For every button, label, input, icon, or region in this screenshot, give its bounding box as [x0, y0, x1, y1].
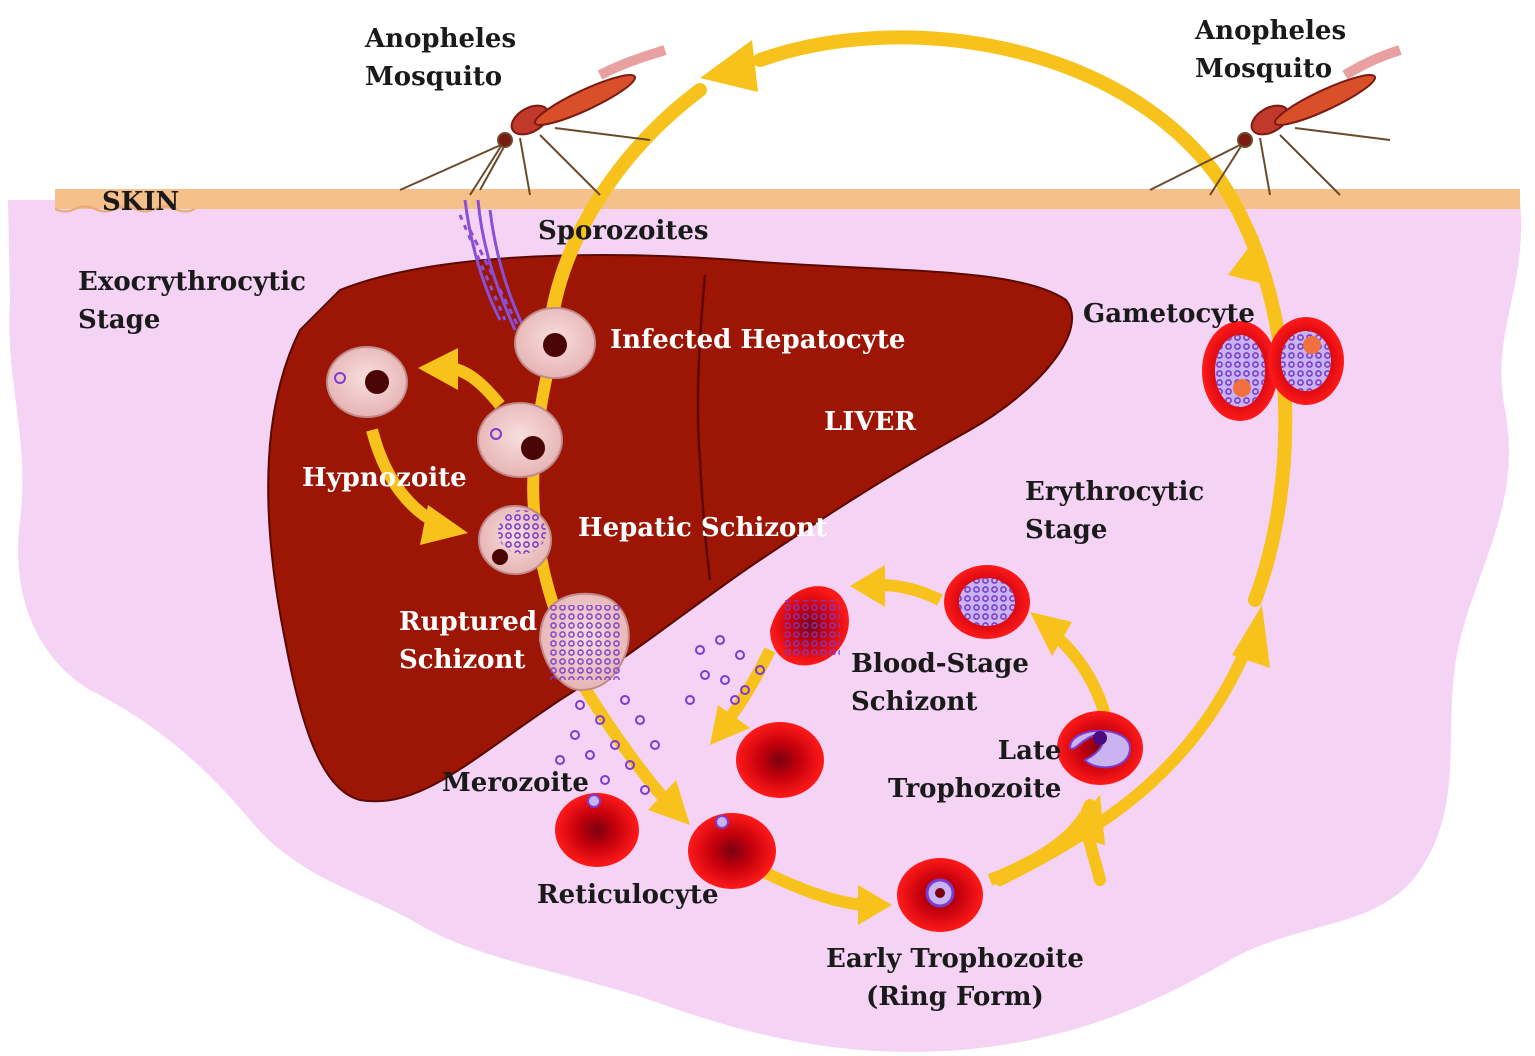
- arrowhead-top: [700, 40, 758, 92]
- arrow-early-to-late: [987, 811, 1091, 886]
- arrow-sporozoite-descent: [543, 83, 707, 337]
- label-erythrocytic-stage: Erythrocytic Stage: [1025, 473, 1204, 549]
- arrowhead-rupture: [850, 565, 885, 607]
- label-ruptured-schizont: Ruptured Schizont: [399, 603, 537, 679]
- arrowhead-hypnozoite: [418, 348, 458, 390]
- label-reticulocyte: Reticulocyte: [537, 880, 719, 910]
- arrowhead-to-gametocyte: [1228, 235, 1268, 285]
- label-line: Schizont: [851, 687, 978, 717]
- liver-lobe-line: [696, 274, 712, 581]
- arrowhead-bs-merozoites: [710, 705, 750, 745]
- label-anopheles-mosquito-right: Anopheles Mosquito: [1195, 12, 1346, 88]
- label-hepatic-schizont: Hepatic Schizont: [578, 513, 828, 543]
- label-merozoite: Merozoite: [442, 768, 589, 798]
- rbc-ruptured: [770, 586, 849, 666]
- arrow-merozoite-release: [574, 676, 670, 804]
- label-line: Ruptured: [399, 607, 538, 637]
- hypnozoite-cell: [326, 346, 408, 418]
- merozoite-cloud-liver: [555, 695, 660, 795]
- label-line: Late: [997, 736, 1062, 766]
- label-line: Anopheles: [1195, 16, 1347, 46]
- label-line: Mosquito: [365, 62, 503, 92]
- rbc-early-trophozoite: [897, 858, 983, 932]
- sporozoite-strand: [458, 199, 527, 331]
- label-line: Early Trophozoite: [826, 944, 1084, 974]
- arrowhead-right-up: [1232, 605, 1270, 668]
- mosquito-right: [1149, 45, 1402, 196]
- rbc-late-trophozoite: [1057, 711, 1143, 785]
- label-line: Mosquito: [1195, 54, 1333, 84]
- label-early-trophozoite: Early Trophozoite (Ring Form): [826, 940, 1084, 1016]
- mosquito-left: [399, 45, 667, 196]
- label-late-trophozoite: Late Trophozoite: [888, 732, 1061, 808]
- label-blood-stage-schizont: Blood-Stage Schizont: [851, 645, 1029, 721]
- early-hepatic-cell: [477, 402, 563, 478]
- label-sporozoites: Sporozoites: [538, 216, 709, 246]
- hepatic-schizont-cell: [478, 505, 552, 575]
- gametocyte-cell-1: [1202, 321, 1278, 421]
- infected-hepatocyte-cell: [514, 307, 596, 379]
- label-skin: SKIN: [102, 187, 180, 217]
- label-gametocyte: Gametocyte: [1083, 299, 1255, 329]
- label-line: Erythrocytic: [1025, 477, 1205, 507]
- skin-edge: [54, 205, 196, 213]
- gametocyte-cell-2: [1268, 317, 1344, 405]
- label-infected-hepatocyte: Infected Hepatocyte: [610, 325, 906, 355]
- arrowhead-to-hepatic-schizont: [420, 505, 468, 545]
- rbc-merozoite-entry: [555, 793, 639, 867]
- label-line: (Ring Form): [866, 982, 1044, 1012]
- merozoite-cloud-blood: [685, 635, 765, 705]
- arrowhead-to-bs-schizont: [1030, 612, 1072, 656]
- rbc-reticulocyte: [688, 813, 776, 889]
- label-line: Stage: [1025, 515, 1108, 545]
- liver: [267, 254, 1073, 803]
- label-line: Blood-Stage: [851, 649, 1029, 679]
- label-hypnozoite: Hypnozoite: [302, 463, 467, 493]
- rbc-free: [736, 722, 824, 798]
- label-exocrythrocytic-stage: Exocrythrocytic Stage: [78, 263, 306, 339]
- ruptured-schizont-cell: [538, 592, 630, 692]
- label-liver: LIVER: [824, 407, 917, 437]
- label-line: Trophozoite: [888, 774, 1062, 804]
- rbc-blood-stage-schizont: [944, 565, 1030, 639]
- label-line: Stage: [78, 305, 161, 335]
- label-line: Schizont: [399, 645, 526, 675]
- skin-layer: [55, 189, 1520, 209]
- label-line: Anopheles: [365, 24, 517, 54]
- arrow-schizont-to-rupture: [879, 579, 943, 606]
- label-anopheles-mosquito-left: Anopheles Mosquito: [365, 20, 516, 96]
- label-line: Exocrythrocytic: [78, 267, 306, 297]
- arrowhead-to-reticulocyte: [648, 780, 690, 825]
- arrowhead-early-troph: [858, 885, 892, 925]
